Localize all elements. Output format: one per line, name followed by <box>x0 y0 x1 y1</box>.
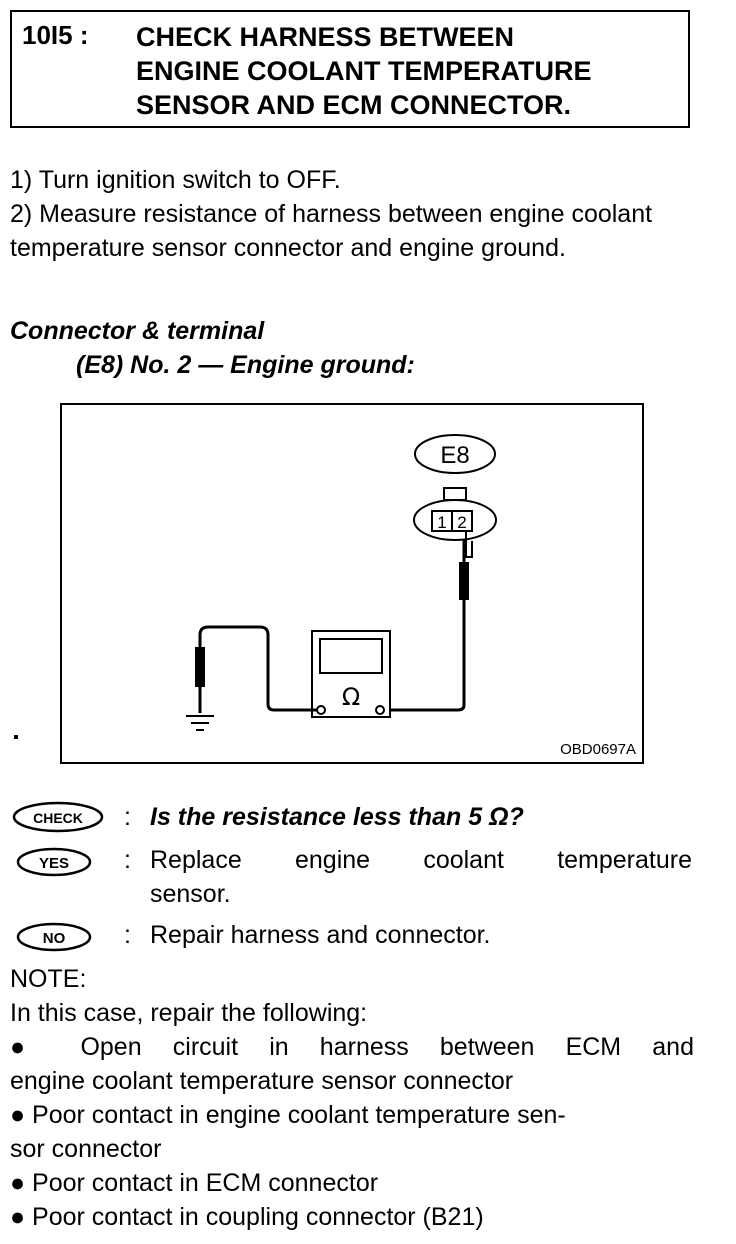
yes-answer-line-2: sensor. <box>150 880 231 908</box>
no-colon: : <box>124 921 131 949</box>
connector-pin-2-label: 2 <box>457 513 466 532</box>
ohmmeter-terminal-left <box>316 705 326 715</box>
step-title: CHECK HARNESS BETWEEN ENGINE COOLANT TEM… <box>136 22 592 120</box>
ohmmeter-display <box>319 638 383 674</box>
ohmmeter-symbol: Ω <box>342 683 360 711</box>
lead-wire-bottom-right <box>376 704 466 712</box>
note-bullet-1-line-1: ● Open circuit in harness between ECM an… <box>10 1033 694 1061</box>
wiring-diagram: E8 1 2 Ω OBD0697A <box>60 403 644 764</box>
probe-handle-right <box>459 562 469 600</box>
note-bullet-4: ● Poor contact in coupling connector (B2… <box>10 1203 484 1231</box>
svg-text:NO: NO <box>43 930 66 947</box>
note-bullet-1-line-2: engine coolant temperature sensor connec… <box>10 1067 514 1095</box>
note-intro: In this case, repair the following: <box>10 999 368 1027</box>
check-icon: CHECK <box>12 801 104 833</box>
connector-terminal-label: Connector & terminal <box>10 317 265 345</box>
yes-icon: YES <box>16 847 92 877</box>
probe-tip-pin2 <box>465 531 473 558</box>
step-header-box: 10I5 : CHECK HARNESS BETWEEN ENGINE COOL… <box>10 10 690 128</box>
yes-colon: : <box>124 846 131 874</box>
note-bullet-3: ● Poor contact in ECM connector <box>10 1169 379 1197</box>
note-heading: NOTE: <box>10 965 87 993</box>
check-colon: : <box>124 803 131 831</box>
step-code: 10I5 : <box>22 20 89 50</box>
ohmmeter-terminal-right <box>375 705 385 715</box>
svg-text:CHECK: CHECK <box>33 810 83 826</box>
instruction-step-2: 2) Measure resistance of harness between… <box>10 200 653 262</box>
wiring-diagram-svg: E8 1 2 Ω <box>186 434 497 731</box>
yes-answer-line-1: Replace engine coolant temperature <box>150 846 692 874</box>
note-bullet-2-line-1: ● Poor contact in engine coolant tempera… <box>10 1101 566 1129</box>
svg-text:YES: YES <box>39 855 69 872</box>
instruction-step-1: 1) Turn ignition switch to OFF. <box>10 166 341 194</box>
probe-handle-left <box>195 647 205 687</box>
check-question: Is the resistance less than 5 Ω? <box>150 803 524 831</box>
lead-wire-left <box>198 625 317 713</box>
note-bullet-2-line-2: sor connector <box>10 1135 162 1163</box>
connector-tag-text: E8 <box>440 442 469 469</box>
figure-code: OBD0697A <box>560 741 636 758</box>
stray-mark <box>14 735 18 739</box>
connector-tag-ellipse <box>414 434 496 474</box>
no-icon: NO <box>16 922 92 952</box>
no-answer: Repair harness and connector. <box>150 921 491 949</box>
connector-latch <box>443 487 467 501</box>
connector-terminal-detail: (E8) No. 2 — Engine ground: <box>76 351 415 379</box>
connector-pin-2-box <box>451 510 473 532</box>
connector-pin-1-label: 1 <box>437 513 446 532</box>
